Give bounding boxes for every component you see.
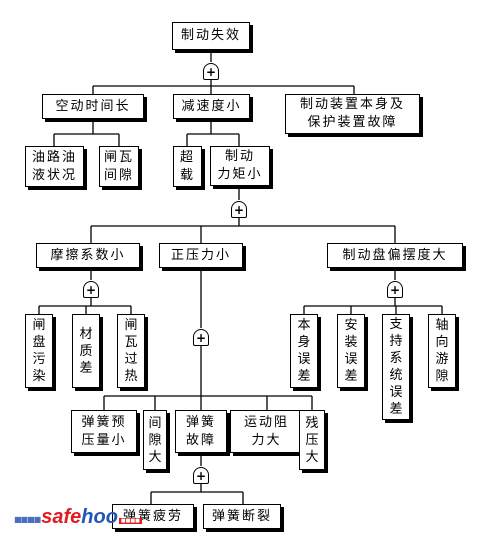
node-disc-deviation: 制动盘偏摆度大 (327, 243, 463, 268)
node-high-residual-pressure: 残 压 大 (299, 410, 325, 470)
watermark-box: ■■■■ (118, 518, 142, 524)
or-gate-1: + (203, 63, 219, 80)
node-spring-preload-low: 弹簧预 压量小 (71, 410, 137, 453)
node-installation-error: 安 装 误 差 (337, 314, 365, 388)
watermark-safe-text: safe (41, 506, 82, 528)
node-high-motion-resistance: 运动阻 力大 (230, 410, 303, 453)
node-support-system-error: 支 持 系 统 误 差 (382, 314, 410, 420)
node-brake-failure: 制动失效 (172, 22, 250, 50)
or-gate-5: + (387, 281, 403, 298)
or-gate-3: + (83, 281, 99, 298)
node-low-deceleration: 减速度小 (173, 94, 250, 119)
node-inherent-error: 本 身 误 差 (290, 314, 318, 388)
node-overload: 超 载 (173, 146, 202, 187)
node-poor-material: 材 质 差 (72, 314, 100, 388)
node-spring-fault: 弹簧 故障 (175, 410, 227, 453)
connector-lines (38, 50, 443, 504)
node-shoe-overheat: 闸 瓦 过 热 (117, 314, 145, 388)
or-gate-2: + (231, 201, 247, 218)
or-gate-6: + (193, 467, 209, 484)
watermark-dots: ■■■■ (14, 515, 41, 524)
node-large-gap: 间 隙 大 (143, 410, 167, 470)
safehoo-watermark-logo: ■■■■ safe hoo ■■■■ (14, 499, 142, 529)
node-low-friction-coefficient: 摩擦系数小 (36, 243, 140, 268)
node-long-idle-time: 空动时间长 (42, 94, 144, 119)
node-device-fault: 制动装置本身及 保护装置故障 (285, 94, 420, 134)
node-small-torque: 制动 力矩小 (210, 146, 270, 186)
watermark-hoo-text: hoo (81, 506, 118, 528)
node-oil-state: 油路油 液状况 (25, 146, 84, 187)
or-gate-4: + (193, 329, 209, 346)
node-disc-contamination: 闸 盘 污 染 (25, 314, 53, 388)
node-low-normal-pressure: 正压力小 (159, 243, 243, 268)
node-spring-break: 弹簧断裂 (203, 504, 281, 529)
node-axial-play: 轴 向 游 隙 (428, 314, 456, 388)
node-shoe-gap: 闸瓦 间隙 (99, 146, 139, 187)
node-spring-fatigue: 弹簧疲劳 (112, 504, 194, 529)
